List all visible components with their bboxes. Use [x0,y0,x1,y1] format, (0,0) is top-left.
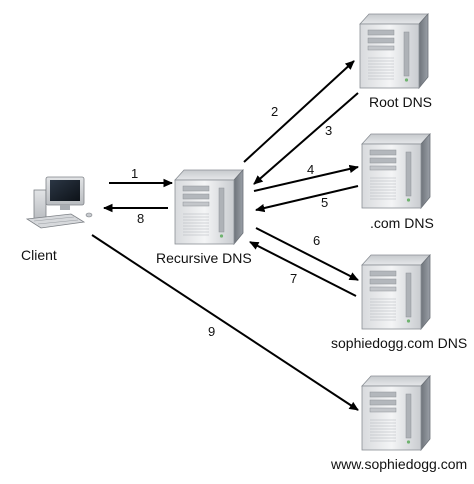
web-server-label: www.sophiedogg.com [330,456,467,472]
arrow-step-6 [255,227,359,281]
sophiedogg-dns-server-icon [361,253,431,331]
step-5-label: 5 [321,195,328,210]
arrow-step-7 [249,241,357,297]
root-dns-label: Root DNS [369,94,432,110]
root-dns-server-icon [359,12,429,90]
arrow-step-2 [243,60,355,163]
step-8-label: 8 [137,211,144,226]
step-1-label: 1 [131,166,138,181]
arrow-step-3 [253,92,359,185]
step-3-label: 3 [325,123,332,138]
com-dns-label: .com DNS [370,215,434,231]
arrow-step-4 [253,164,359,192]
client-label: Client [21,247,57,263]
recursive-dns-label: Recursive DNS [156,250,252,266]
step-2-label: 2 [271,104,278,119]
step-4-label: 4 [307,162,314,177]
sophiedogg-dns-label: sophiedogg.com DNS [331,335,467,351]
step-7-label: 7 [290,271,297,286]
web-server-icon [361,374,431,452]
arrow-step-5 [255,185,359,213]
recursive-dns-server-icon [174,168,244,246]
client-computer-icon [25,176,93,229]
arrow-step-9 [91,234,359,411]
step-9-label: 9 [208,324,215,339]
step-6-label: 6 [313,233,320,248]
com-dns-server-icon [361,132,431,210]
